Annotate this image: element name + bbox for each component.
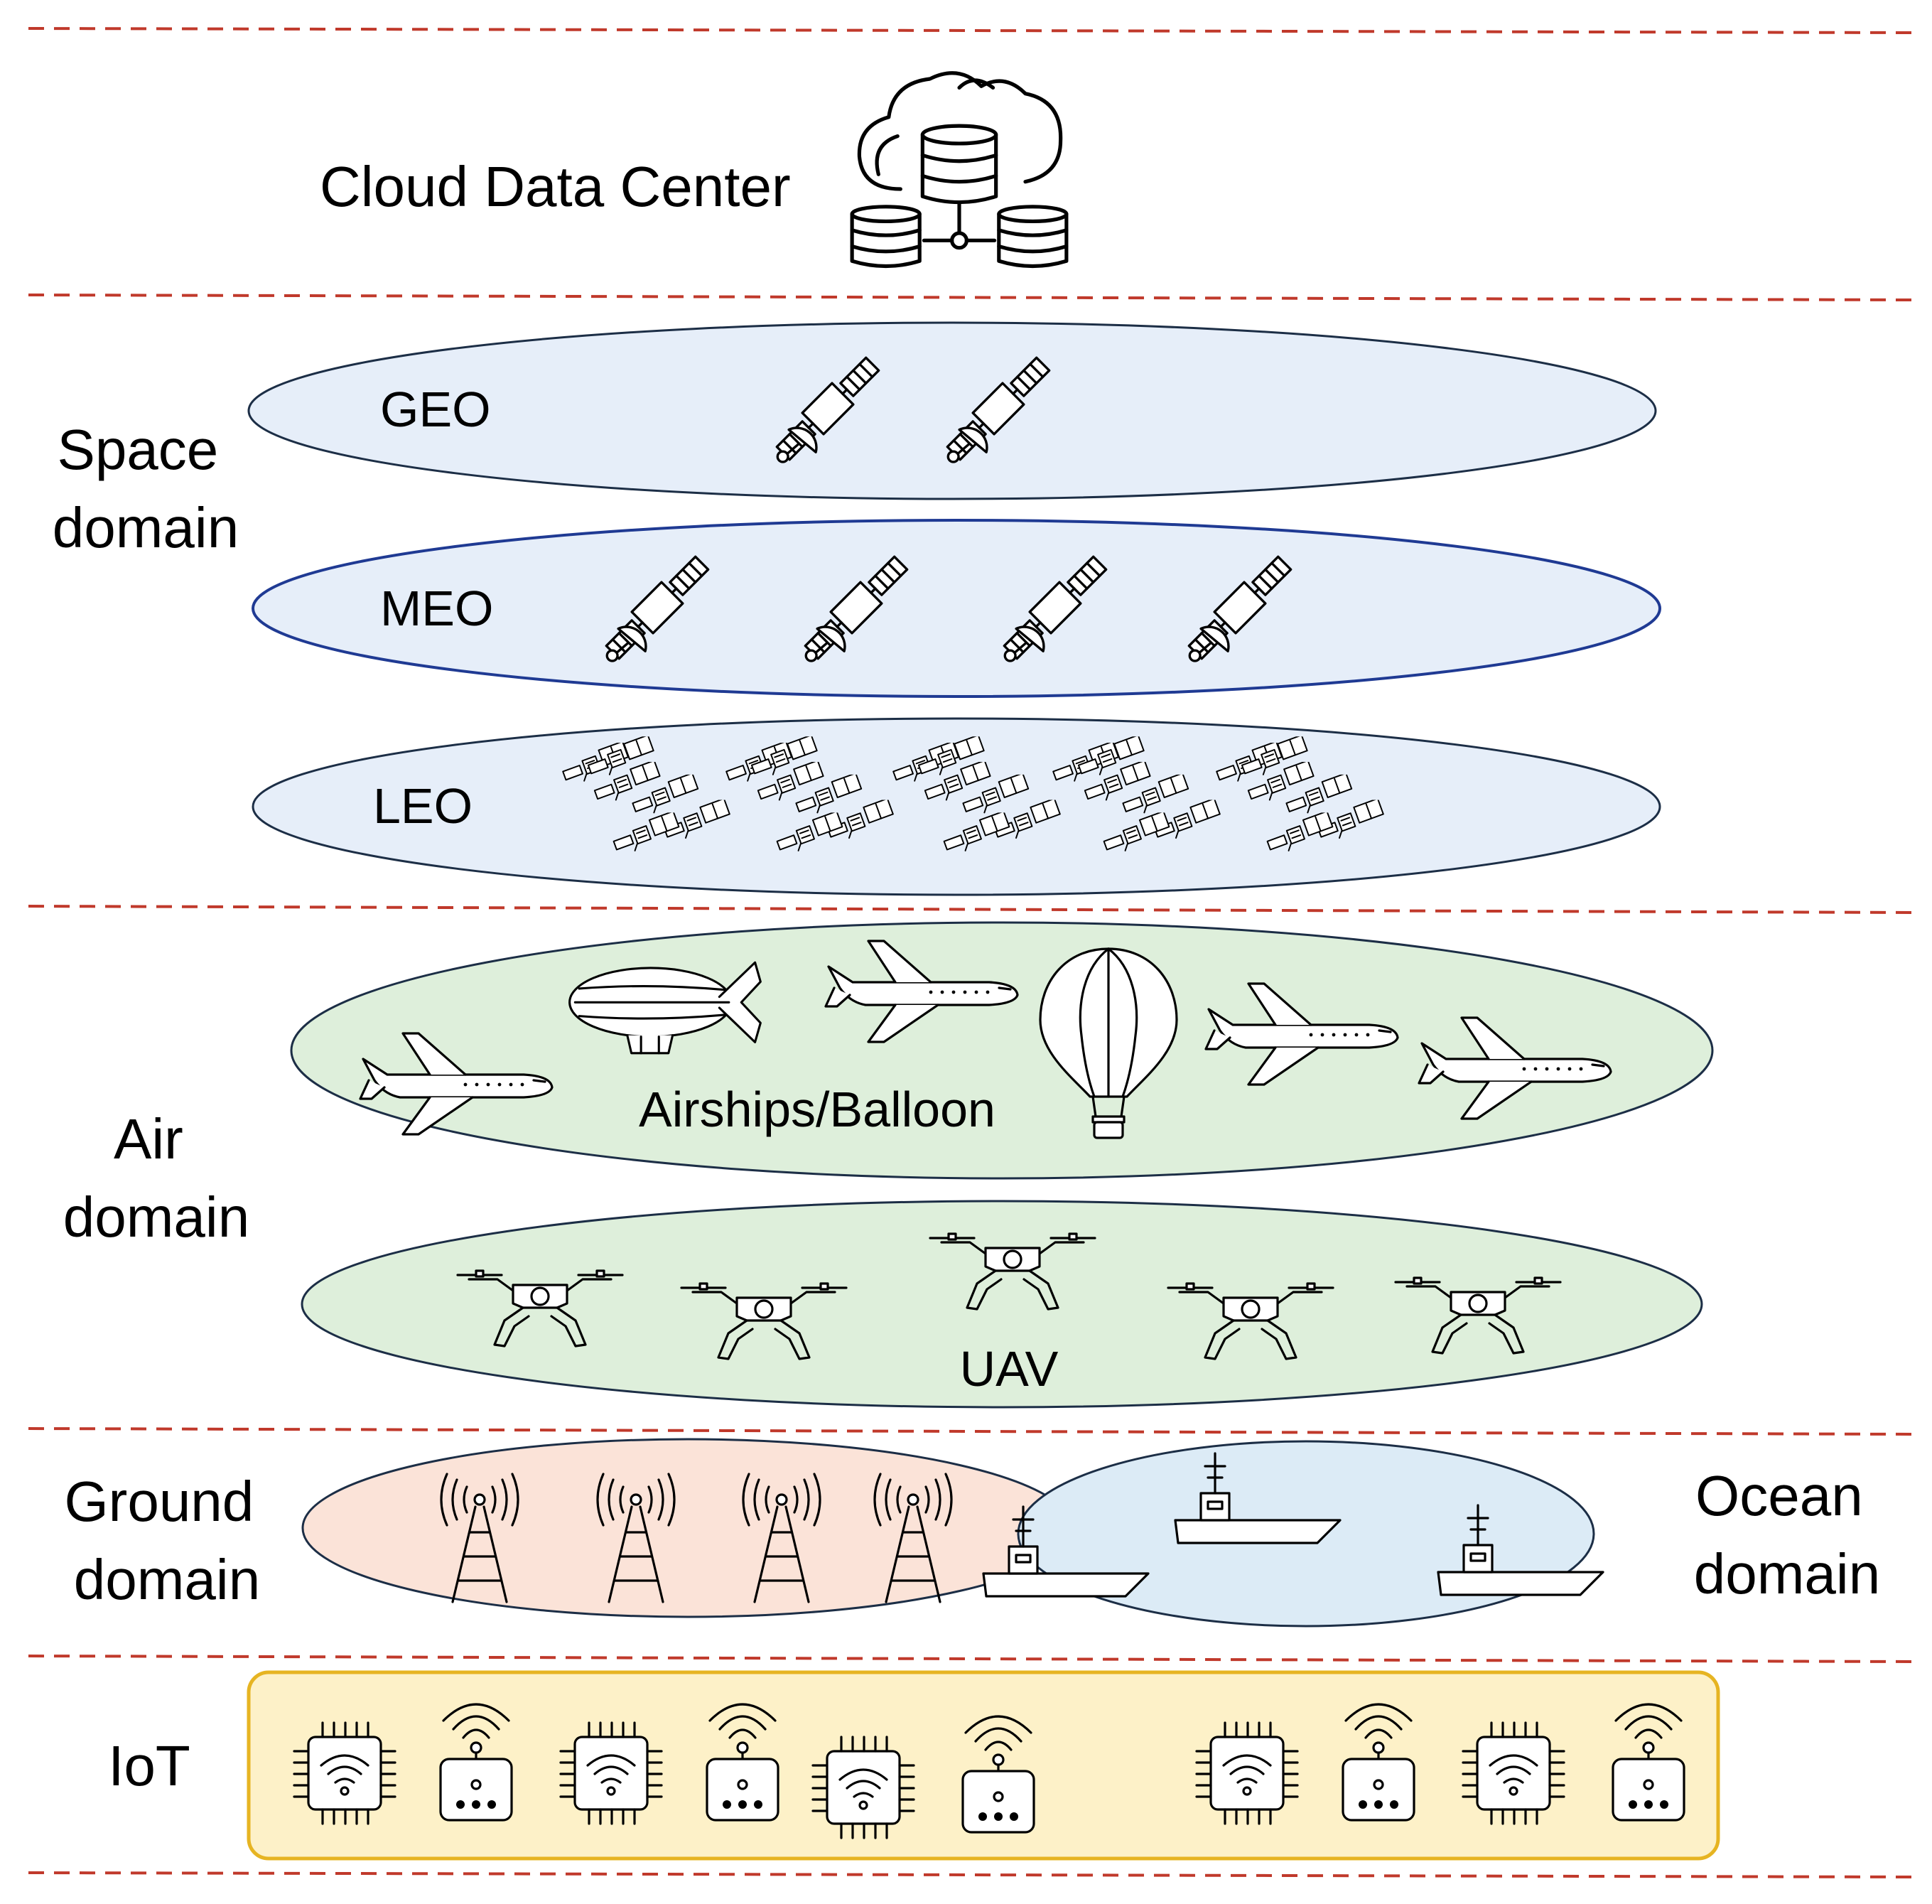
uav-label: UAV (960, 1341, 1059, 1397)
airships-balloon-label: Airships/Balloon (639, 1082, 995, 1137)
cloud-database-icon (852, 73, 1067, 267)
dashed-separator (28, 1427, 1912, 1436)
ground-domain-label: Ground domain (64, 1470, 269, 1611)
space-domain-label: Space domain (53, 418, 239, 559)
dashed-separator (28, 294, 1912, 301)
leo-label: LEO (373, 778, 473, 834)
geo-label: GEO (380, 382, 491, 437)
dashed-separator (28, 1655, 1912, 1663)
iot-label: IoT (108, 1734, 190, 1797)
meo-label: MEO (380, 581, 493, 636)
ocean-domain-label: Ocean domain (1694, 1464, 1880, 1606)
ground-station-layer (301, 1438, 1074, 1618)
uav-layer (301, 1200, 1703, 1409)
layer-separators (28, 27, 1912, 1878)
air-domain-label: Air domain (63, 1107, 249, 1249)
meo-orbit-layer (252, 519, 1661, 698)
dashed-separator (28, 27, 1912, 34)
dashed-separator (28, 1871, 1912, 1878)
dashed-separator (28, 905, 1912, 914)
cloud-data-center-label: Cloud Data Center (320, 155, 791, 218)
geo-orbit-layer (247, 321, 1657, 500)
